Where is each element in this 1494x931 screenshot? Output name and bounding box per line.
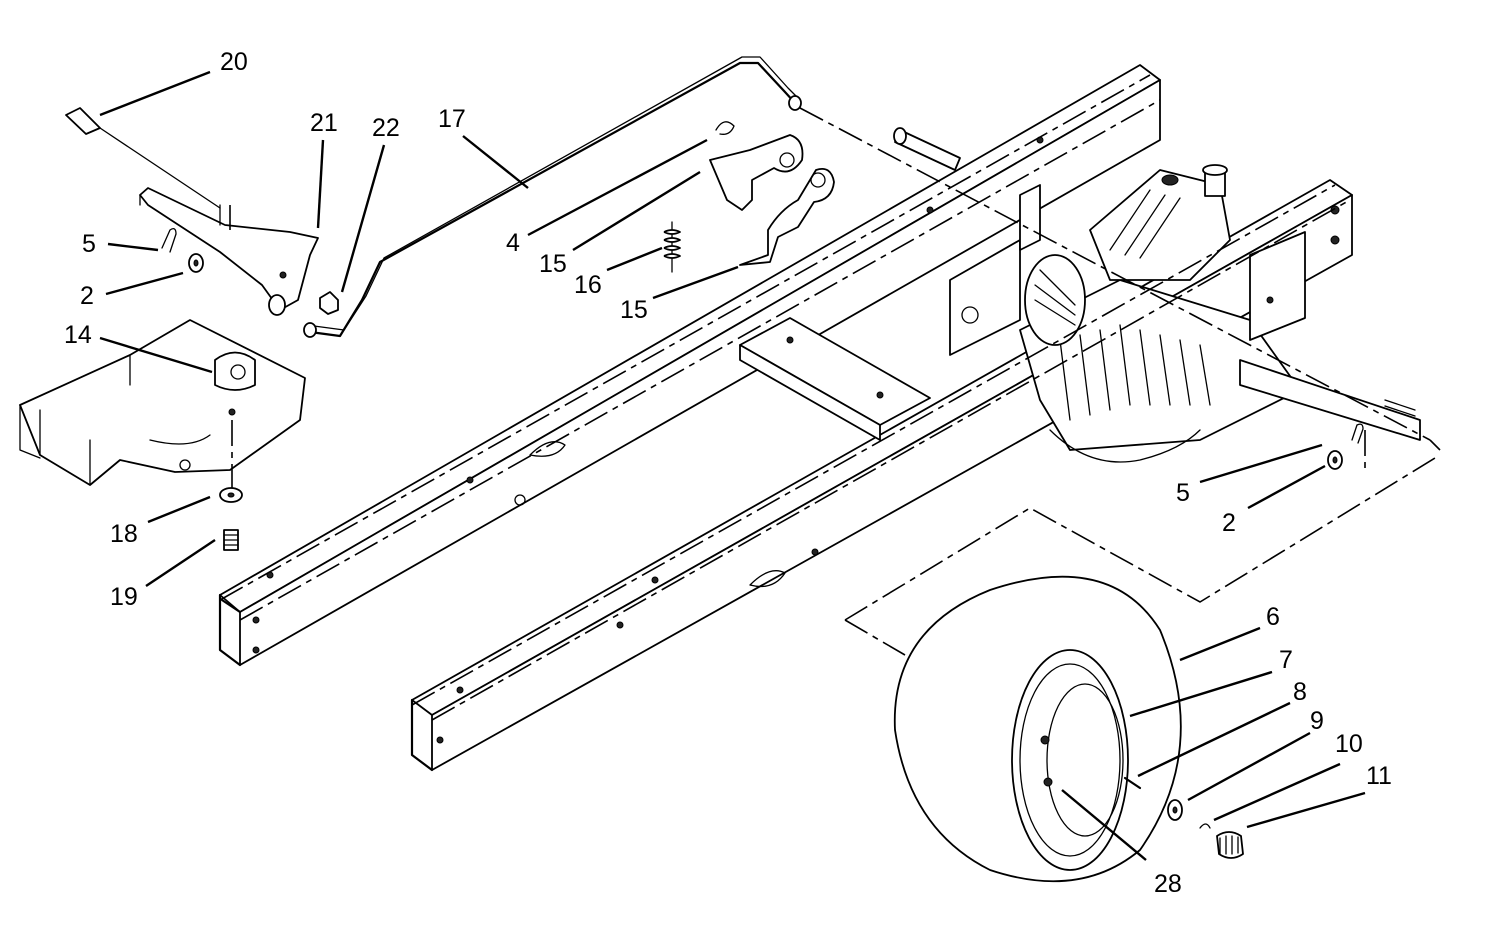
- control-arm-b: [739, 167, 835, 266]
- callout-21: 21: [310, 109, 338, 137]
- callout-15-lower: 15: [620, 296, 648, 324]
- spring-part-16: [663, 221, 681, 273]
- washer-part-2-right: [1327, 450, 1343, 470]
- cap-part-11: [1216, 831, 1244, 859]
- leader-lines: [99, 70, 1366, 861]
- hairpin-part-5-left: [161, 228, 177, 253]
- bolt-part-19: [223, 529, 239, 551]
- callout-7: 7: [1279, 646, 1293, 674]
- callout-4: 4: [506, 229, 520, 257]
- callout-8: 8: [1293, 678, 1307, 706]
- callout-14: 14: [64, 321, 92, 349]
- callout-labels: 20 21 22 17 5 2 14 18 19 4 15 16 15 5 2 …: [64, 48, 1392, 898]
- hairpin-part-5-right: [1351, 423, 1364, 444]
- key-part-8: [1123, 776, 1142, 790]
- rod-part-17: [303, 56, 802, 338]
- callout-2-left: 2: [80, 282, 94, 310]
- callout-15-upper: 15: [539, 250, 567, 278]
- callout-22: 22: [372, 114, 400, 142]
- callout-10: 10: [1335, 730, 1363, 758]
- washer-part-18: [219, 487, 243, 503]
- seat-shield: [19, 319, 306, 486]
- callout-11: 11: [1366, 762, 1392, 790]
- clip-part-4: [715, 121, 735, 135]
- callout-19: 19: [110, 583, 138, 611]
- callout-28: 28: [1154, 870, 1182, 898]
- callout-17: 17: [438, 105, 466, 133]
- washer-part-9: [1167, 799, 1183, 821]
- bolt-part-20: [65, 107, 221, 209]
- transaxle: [893, 127, 1421, 463]
- callout-18: 18: [110, 520, 138, 548]
- rim-part-7: [1019, 663, 1124, 857]
- callout-20: 20: [220, 48, 248, 76]
- callout-5-right: 5: [1176, 479, 1190, 507]
- cross-member: [739, 317, 931, 441]
- callout-5-left: 5: [82, 230, 96, 258]
- assembly-lines: [219, 74, 1441, 721]
- retainer-part-10: [1199, 823, 1211, 829]
- callout-6: 6: [1266, 603, 1280, 631]
- lever-part-21: [139, 187, 319, 311]
- callout-9: 9: [1310, 707, 1324, 735]
- bumper-part-14: [214, 351, 256, 391]
- nut-part-22: [319, 291, 339, 315]
- tire-part-6: [893, 575, 1182, 883]
- control-arm-a: [709, 134, 804, 211]
- callout-16: 16: [574, 271, 602, 299]
- washer-part-2-left: [188, 253, 286, 316]
- callout-2-right: 2: [1222, 509, 1236, 537]
